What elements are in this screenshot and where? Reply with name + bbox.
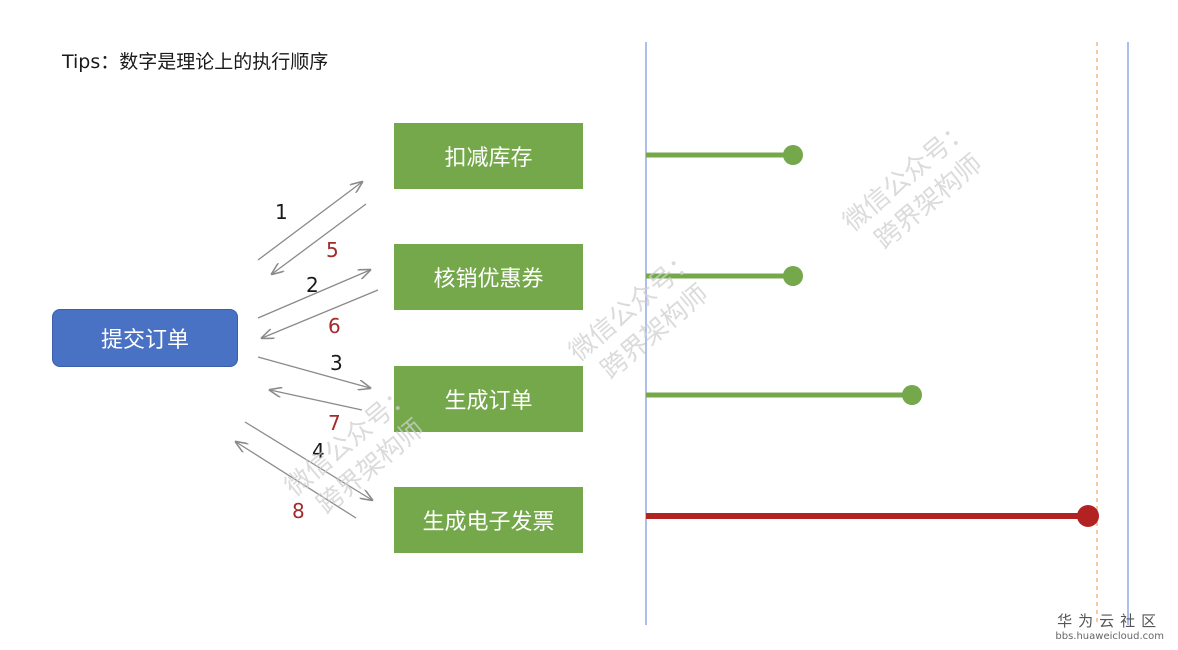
arrow-out-2 <box>257 270 370 319</box>
step-8: 8 <box>292 499 305 523</box>
arrow-back-6 <box>262 289 379 338</box>
arrow-out-4 <box>244 421 372 500</box>
duration-bar-4 <box>646 505 1099 527</box>
submit-order-box: 提交订单 <box>52 309 238 367</box>
tips-text: Tips：数字是理论上的执行顺序 <box>62 51 329 73</box>
site-url: bbs.huaweicloud.com <box>1055 631 1164 642</box>
step-4: 4 <box>312 439 325 463</box>
arrow-back-7 <box>270 390 363 411</box>
step-7: 7 <box>328 411 341 435</box>
arrow-out-3 <box>257 356 370 388</box>
arrow-back-8 <box>236 442 357 519</box>
step-2: 2 <box>306 273 319 297</box>
arrow-out-1 <box>257 182 362 261</box>
site-name: 华为云社区 <box>1057 612 1163 630</box>
task-deduct-stock: 扣减库存 <box>394 123 583 189</box>
duration-bar-1 <box>646 145 803 165</box>
task-create-invoice: 生成电子发票 <box>394 487 583 553</box>
site-watermark: 华为云社区 bbs.huaweicloud.com <box>1055 610 1164 642</box>
arrow-back-5 <box>272 203 367 274</box>
step-1: 1 <box>275 200 288 224</box>
duration-bar-3 <box>646 385 922 405</box>
task-redeem-coupon: 核销优惠券 <box>394 244 583 310</box>
step-6: 6 <box>328 314 341 338</box>
step-5: 5 <box>326 238 339 262</box>
duration-bar-2 <box>646 266 803 286</box>
step-3: 3 <box>330 351 343 375</box>
task-create-order: 生成订单 <box>394 366 583 432</box>
